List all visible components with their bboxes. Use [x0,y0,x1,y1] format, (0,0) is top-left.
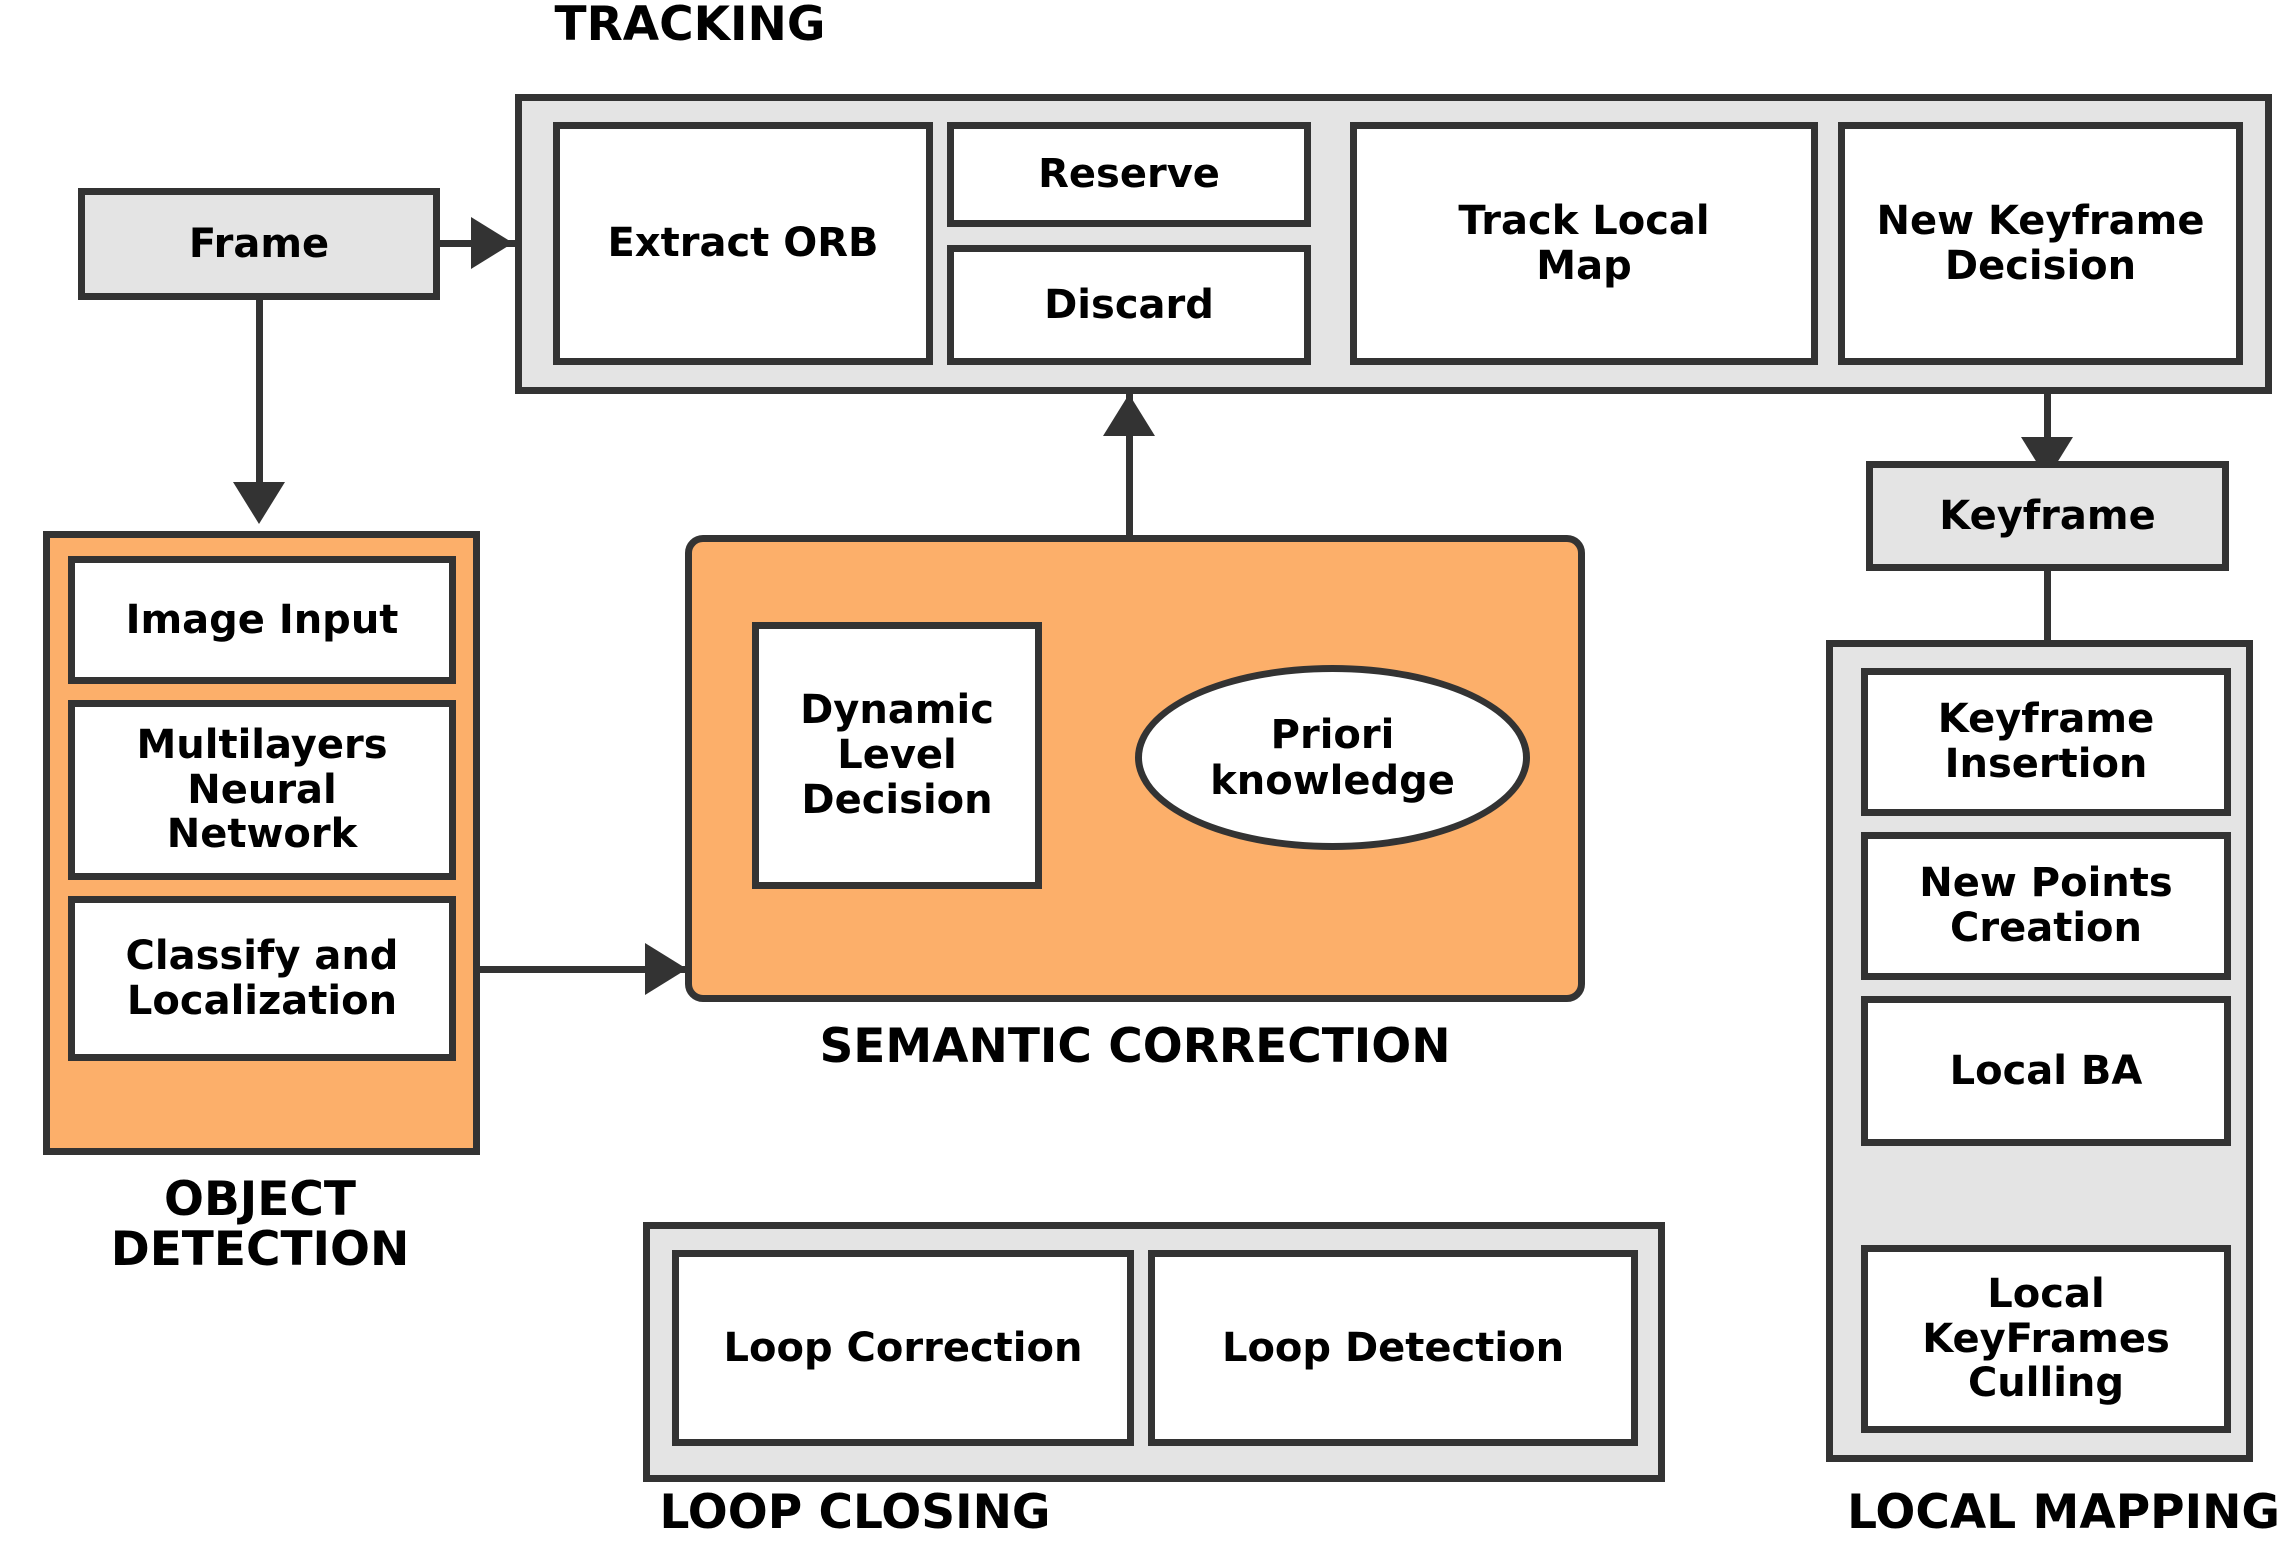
node-track-local-map[interactable]: Track Local Map [1350,122,1818,365]
node-new-points-creation[interactable]: New Points Creation [1861,832,2231,980]
node-extract-orb[interactable]: Extract ORB [553,122,933,365]
node-discard[interactable]: Discard [947,245,1311,365]
node-priori-knowledge[interactable]: Priori knowledge [1135,665,1530,850]
node-new-keyframe-decision[interactable]: New Keyframe Decision [1838,122,2243,365]
arrowhead-frame-to-tracking [471,217,513,269]
node-multilayers-neural-network[interactable]: Multilayers Neural Network [68,700,456,880]
node-reserve[interactable]: Reserve [947,122,1311,227]
tracking-panel-title: TRACKING [554,0,826,52]
node-dynamic-level-decision[interactable]: Dynamic Level Decision [752,622,1042,889]
node-loop-detection[interactable]: Loop Detection [1148,1250,1638,1446]
node-keyframe[interactable]: Keyframe [1866,461,2229,571]
edge-semantic-to-discard [1126,394,1133,540]
edge-frame-to-object-detection [256,300,263,492]
arrowhead-object-detection-to-semantic [645,943,687,995]
semantic-correction-panel-title: SEMANTIC CORRECTION [819,1019,1451,1074]
node-local-keyframes-culling[interactable]: Local KeyFrames Culling [1861,1245,2231,1433]
node-keyframe-insertion[interactable]: Keyframe Insertion [1861,668,2231,816]
arrowhead-semantic-to-discard [1103,394,1155,436]
node-loop-correction[interactable]: Loop Correction [672,1250,1134,1446]
node-image-input[interactable]: Image Input [68,556,456,684]
edge-object-detection-to-semantic [480,966,692,973]
node-local-ba[interactable]: Local BA [1861,996,2231,1146]
object-detection-panel-title: OBJECT DETECTION [110,1172,410,1277]
arrowhead-frame-to-object-detection [233,482,285,524]
local-mapping-panel-title: LOCAL MAPPING [1847,1485,2280,1540]
node-classify-and-localization[interactable]: Classify and Localization [68,896,456,1061]
loop-closing-panel-title: LOOP CLOSING [659,1485,1051,1540]
edge-keyframe-to-local-mapping [2044,571,2051,683]
node-frame[interactable]: Frame [78,188,440,300]
